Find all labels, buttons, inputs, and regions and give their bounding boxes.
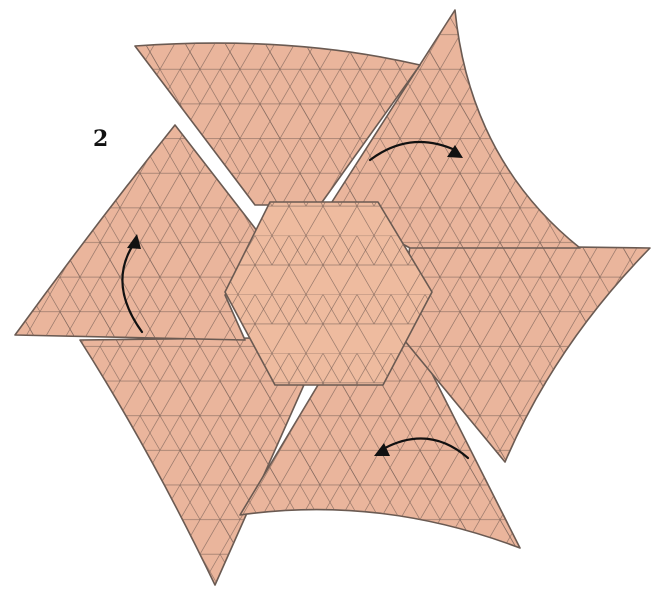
step-number: 2 [93, 128, 108, 150]
